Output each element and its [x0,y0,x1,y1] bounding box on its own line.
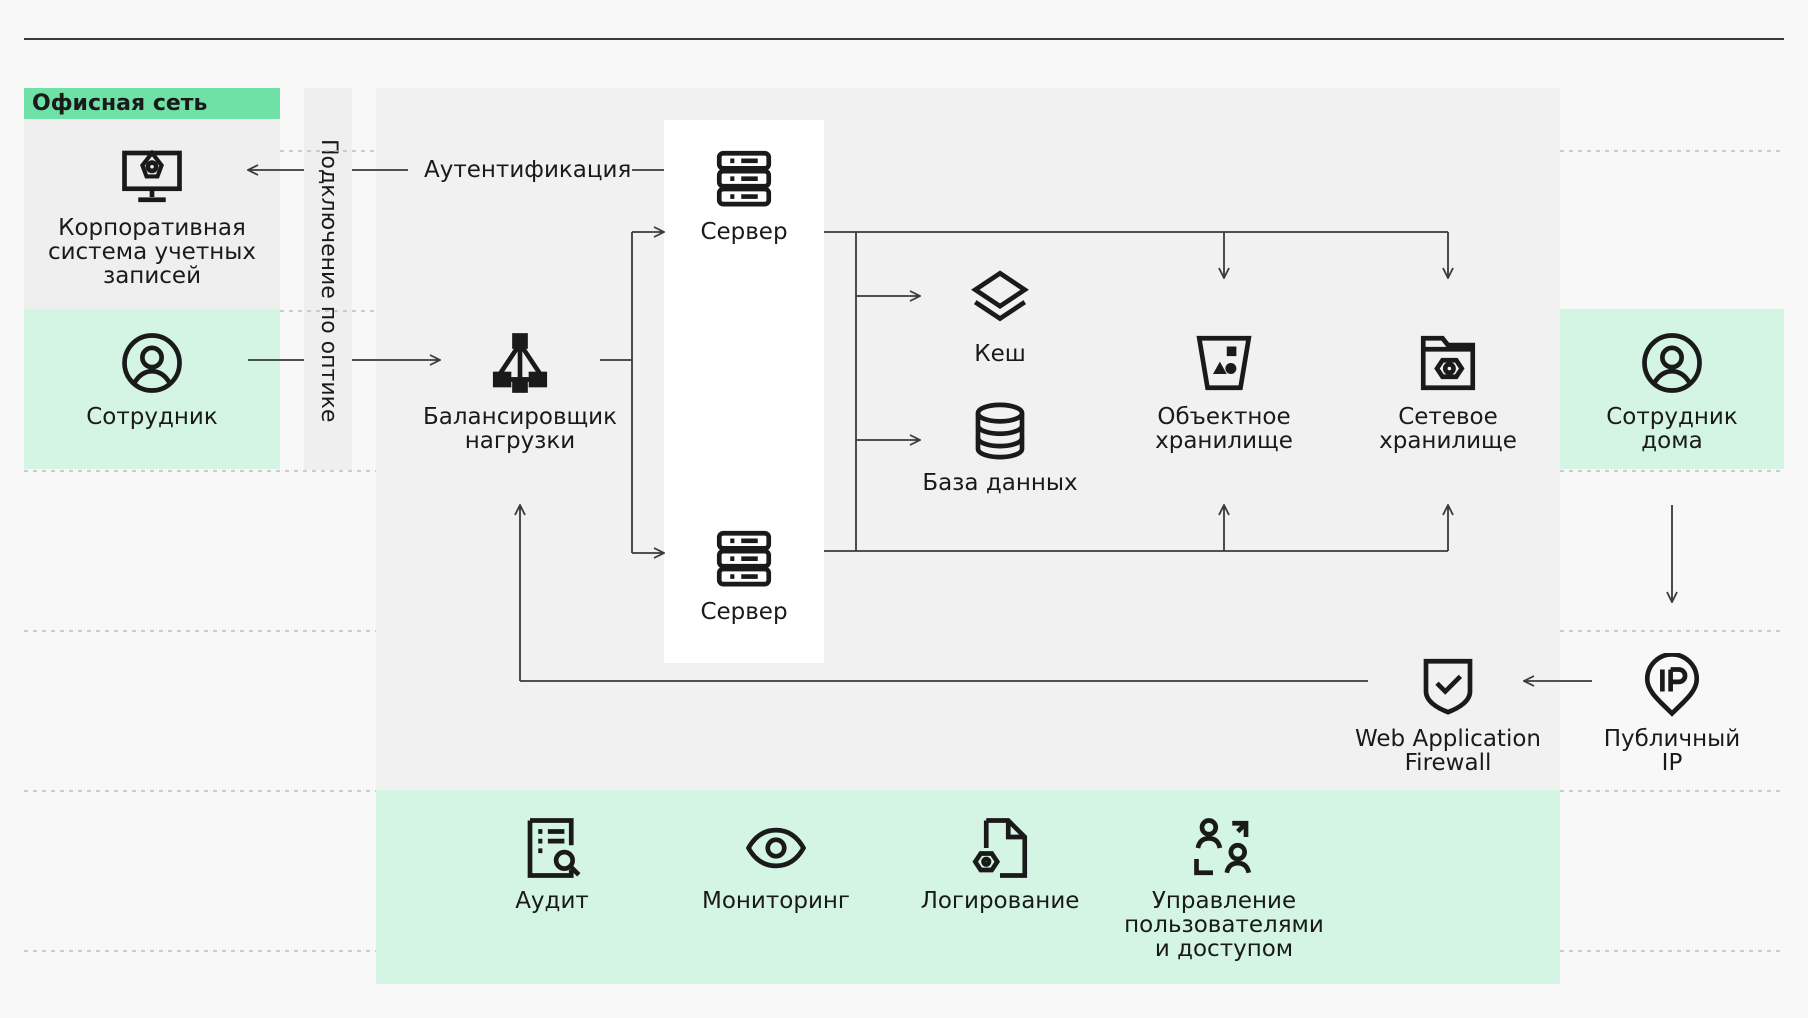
layers-icon [967,265,1033,331]
load-balancer-icon [487,330,553,396]
cloud-zone [376,88,1560,790]
corporate-accounts-label: Корпоративная система учетных записей [47,215,257,289]
user-icon [1639,330,1705,396]
server-top-label: Сервер [700,219,788,245]
server-panel [664,120,824,663]
cache-label: Кеш [974,341,1026,367]
log-file-icon [967,815,1033,881]
audit-document-icon [519,815,585,881]
database-icon [967,398,1033,464]
load-balancer-label: Балансировщик нагрузки [422,404,618,454]
eye-icon [743,815,809,881]
waf-label: Web Application Firewall [1355,726,1541,776]
database-label: База данных [922,470,1078,496]
shield-check-icon [1415,653,1481,719]
server-icon [711,145,777,211]
auth-label: Аутентификация [424,157,632,183]
audit-label: Аудит [515,888,589,914]
network-storage-label: Сетевое хранилище [1379,404,1517,454]
user-icon [119,330,185,396]
monitor-gear-icon [119,142,185,208]
office-network-title: Офисная сеть [24,88,280,119]
object-storage-label: Объектное хранилище [1155,404,1293,454]
bucket-icon [1191,330,1257,396]
ip-pin-icon [1639,653,1705,719]
logging-label: Логирование [920,888,1080,914]
fiber-link-label: Подключение по оптике [316,139,341,423]
server-icon [711,525,777,591]
user-access-icon [1191,815,1257,881]
server-bottom-label: Сервер [700,599,788,625]
iam-label: Управление пользователями и доступом [1124,888,1324,962]
folder-icon [1415,330,1481,396]
public-ip-label: Публичный IP [1603,726,1741,776]
remote-employee-label: Сотрудник дома [1606,404,1738,454]
employee-label: Сотрудник [86,404,218,430]
monitoring-label: Мониторинг [701,888,851,914]
